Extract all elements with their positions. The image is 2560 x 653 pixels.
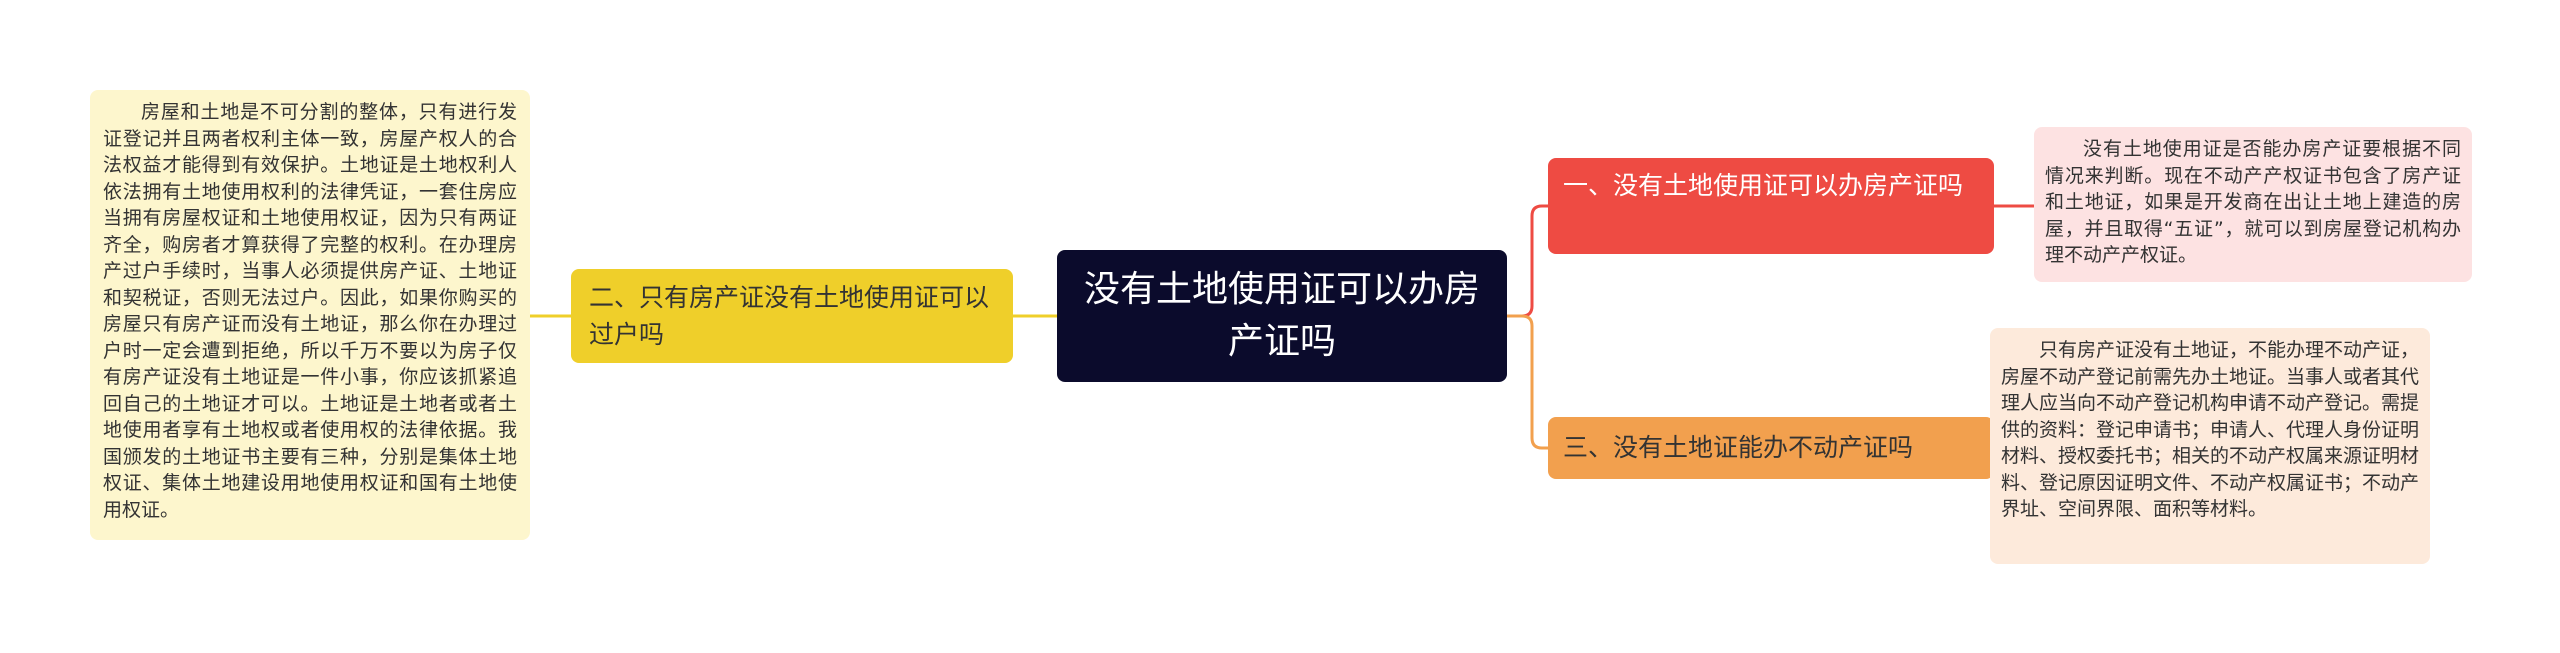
branch-right-real-estate-cert[interactable]: 三、没有土地证能办不动产证吗 [1548, 417, 1994, 479]
leaf-left-text: 房屋和土地是不可分割的整体，只有进行发证登记并且两者权利主体一致，房屋产权人的合… [103, 101, 517, 521]
branch-right-property-cert[interactable]: 一、没有土地使用证可以办房产证吗 [1548, 158, 1994, 254]
branch-right-2-label: 三、没有土地证能办不动产证吗 [1563, 433, 1914, 462]
leaf-right-2-text: 只有房产证没有土地证，不能办理不动产证，房屋不动产登记前需先办土地证。当事人或者… [2001, 339, 2420, 520]
central-topic-text: 没有土地使用证可以办房产证吗 [1083, 269, 1480, 362]
leaf-left-detail: 房屋和土地是不可分割的整体，只有进行发证登记并且两者权利主体一致，房屋产权人的合… [90, 90, 530, 540]
branch-left-transfer[interactable]: 二、只有房产证没有土地使用证可以过户吗 [571, 269, 1013, 363]
leaf-right-2-detail: 只有房产证没有土地证，不能办理不动产证，房屋不动产登记前需先办土地证。当事人或者… [1990, 328, 2430, 564]
branch-right-1-label: 一、没有土地使用证可以办房产证吗 [1563, 171, 1964, 200]
leaf-right-1-text: 没有土地使用证是否能办房产证要根据不同情况来判断。现在不动产产权证书包含了房产证… [2045, 138, 2461, 266]
leaf-right-1-detail: 没有土地使用证是否能办房产证要根据不同情况来判断。现在不动产产权证书包含了房产证… [2034, 127, 2472, 282]
branch-left-label: 二、只有房产证没有土地使用证可以过户吗 [589, 283, 990, 349]
connector-central-r2 [1507, 314, 1548, 450]
connector-central-r1 [1507, 204, 1548, 318]
central-topic[interactable]: 没有土地使用证可以办房产证吗 [1057, 250, 1507, 382]
